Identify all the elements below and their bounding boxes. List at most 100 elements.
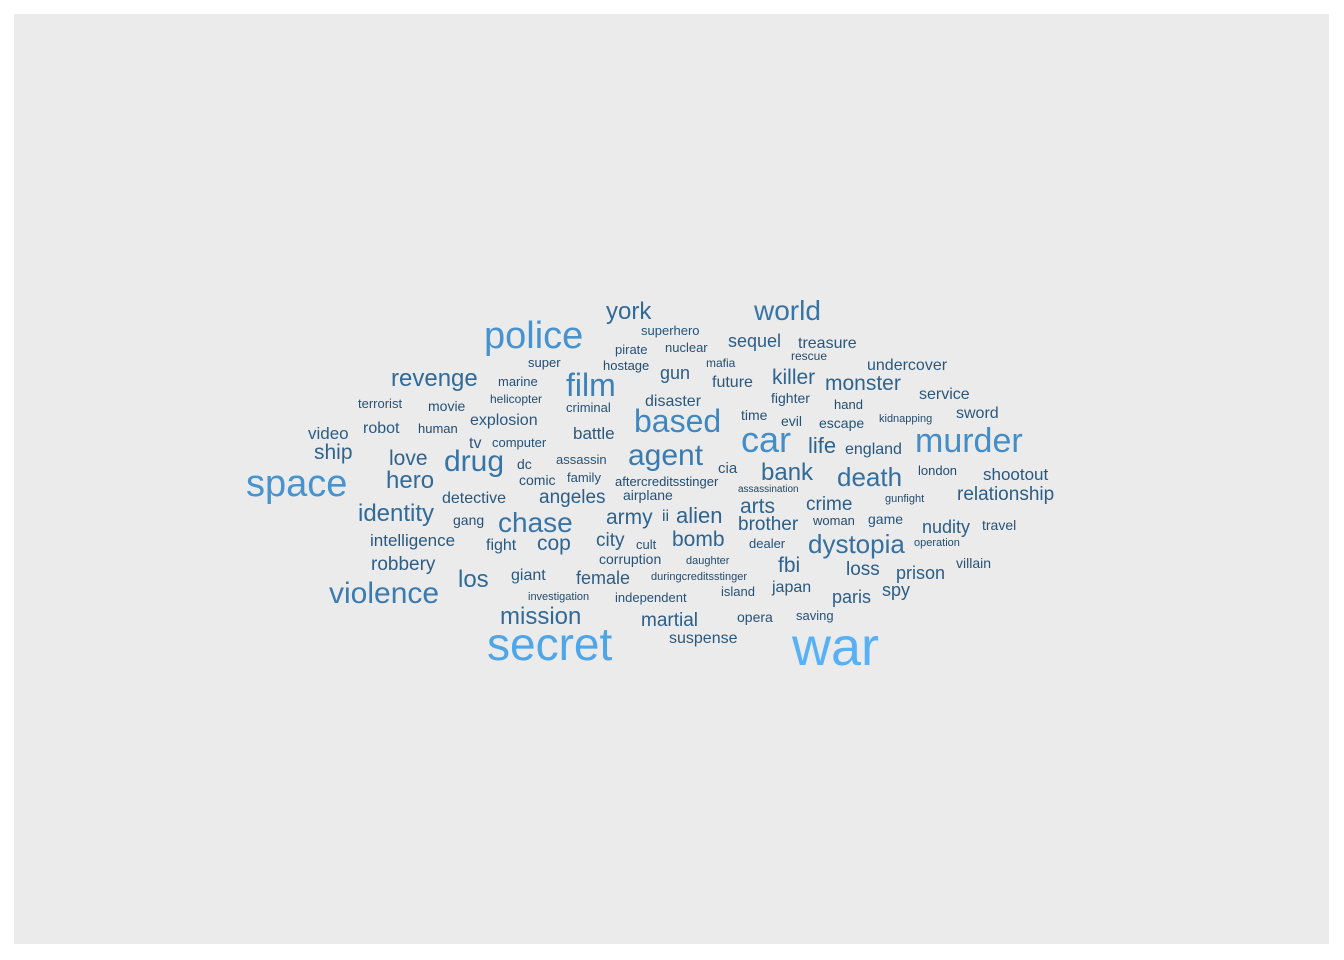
word-pirate: pirate: [615, 342, 648, 357]
word-family: family: [567, 470, 601, 485]
word-identity: identity: [358, 500, 434, 527]
word-martial: martial: [641, 610, 698, 631]
word-london: london: [918, 463, 957, 478]
word-world: world: [753, 295, 821, 326]
word-secret: secret: [487, 618, 612, 670]
word-brother: brother: [738, 514, 799, 535]
word-bomb: bomb: [672, 528, 725, 551]
word-hostage: hostage: [603, 358, 649, 373]
word-movie: movie: [428, 398, 466, 414]
word-explosion: explosion: [470, 412, 538, 429]
word-arts: arts: [740, 495, 775, 518]
word-monster: monster: [825, 372, 901, 395]
word-super: super: [528, 355, 561, 370]
word-disaster: disaster: [645, 393, 702, 410]
word-bank: bank: [761, 459, 814, 486]
word-cult: cult: [636, 537, 657, 552]
word-war: war: [791, 617, 879, 677]
word-film: film: [566, 367, 616, 403]
plot-panel: [14, 14, 1329, 944]
word-spy: spy: [882, 580, 910, 600]
word-sword: sword: [956, 405, 999, 422]
word-mafia: mafia: [706, 356, 736, 370]
word-evil: evil: [781, 413, 802, 429]
word-japan: japan: [771, 579, 811, 596]
word-life: life: [808, 433, 836, 458]
word-kidnapping: kidnapping: [879, 413, 932, 425]
word-relationship: relationship: [957, 484, 1054, 505]
word-city: city: [596, 530, 625, 551]
word-dc: dc: [517, 456, 532, 472]
word-time: time: [741, 407, 768, 423]
word-los: los: [458, 566, 489, 593]
word-female: female: [576, 568, 630, 588]
word-car: car: [741, 419, 791, 460]
word-murder: murder: [915, 422, 1023, 460]
word-chase: chase: [498, 507, 573, 538]
word-hero: hero: [386, 467, 434, 494]
word-criminal: criminal: [566, 400, 611, 415]
word-robbery: robbery: [371, 554, 436, 575]
word-england: england: [845, 441, 902, 458]
word-airplane: airplane: [623, 487, 673, 503]
word-human: human: [418, 421, 458, 436]
word-loss: loss: [846, 559, 880, 580]
word-ii: ii: [662, 508, 669, 525]
word-corruption: corruption: [599, 551, 661, 567]
word-police: police: [484, 315, 583, 357]
word-alien: alien: [676, 503, 722, 528]
word-cop: cop: [537, 532, 571, 555]
word-opera: opera: [737, 609, 773, 625]
word-travel: travel: [982, 517, 1016, 533]
word-aftercreditsstinger: aftercreditsstinger: [615, 474, 719, 489]
word-woman: woman: [812, 513, 855, 528]
word-sequel: sequel: [728, 331, 781, 351]
word-crime: crime: [806, 494, 852, 515]
word-agent: agent: [628, 439, 704, 472]
word-assassin: assassin: [556, 452, 607, 467]
word-service: service: [919, 386, 970, 403]
word-york: york: [606, 298, 652, 325]
word-suspense: suspense: [669, 630, 738, 647]
word-undercover: undercover: [867, 357, 948, 374]
word-daughter: daughter: [686, 555, 730, 567]
word-treasure: treasure: [798, 335, 857, 352]
word-independent: independent: [615, 590, 687, 605]
word-drug: drug: [444, 445, 504, 478]
word-tv: tv: [469, 435, 481, 452]
word-computer: computer: [492, 435, 547, 450]
word-superhero: superhero: [641, 323, 700, 338]
word-fight: fight: [486, 537, 517, 554]
word-angeles: angeles: [539, 487, 606, 508]
word-dystopia: dystopia: [808, 529, 905, 559]
word-cia: cia: [718, 460, 738, 477]
word-investigation: investigation: [528, 591, 589, 603]
word-fbi: fbi: [778, 554, 800, 577]
word-violence: violence: [329, 577, 439, 610]
word-helicopter: helicopter: [490, 392, 542, 406]
word-ship: ship: [314, 441, 353, 464]
word-nuclear: nuclear: [665, 340, 708, 355]
word-army: army: [606, 506, 653, 529]
word-space: space: [246, 463, 347, 505]
word-intelligence: intelligence: [370, 531, 455, 550]
word-robot: robot: [363, 420, 400, 437]
word-dealer: dealer: [749, 536, 786, 551]
word-terrorist: terrorist: [358, 396, 402, 411]
word-duringcreditsstinger: duringcreditsstinger: [651, 571, 747, 583]
word-giant: giant: [511, 567, 546, 584]
word-love: love: [389, 447, 428, 470]
word-saving: saving: [796, 608, 834, 623]
word-villain: villain: [956, 555, 991, 571]
word-death: death: [837, 462, 902, 492]
word-gunfight: gunfight: [885, 493, 924, 505]
word-game: game: [868, 511, 903, 527]
word-paris: paris: [832, 587, 871, 607]
word-gun: gun: [660, 363, 690, 383]
word-escape: escape: [819, 415, 864, 431]
word-hand: hand: [834, 397, 863, 412]
word-revenge: revenge: [391, 365, 478, 392]
word-video: video: [308, 424, 349, 443]
word-marine: marine: [498, 374, 538, 389]
